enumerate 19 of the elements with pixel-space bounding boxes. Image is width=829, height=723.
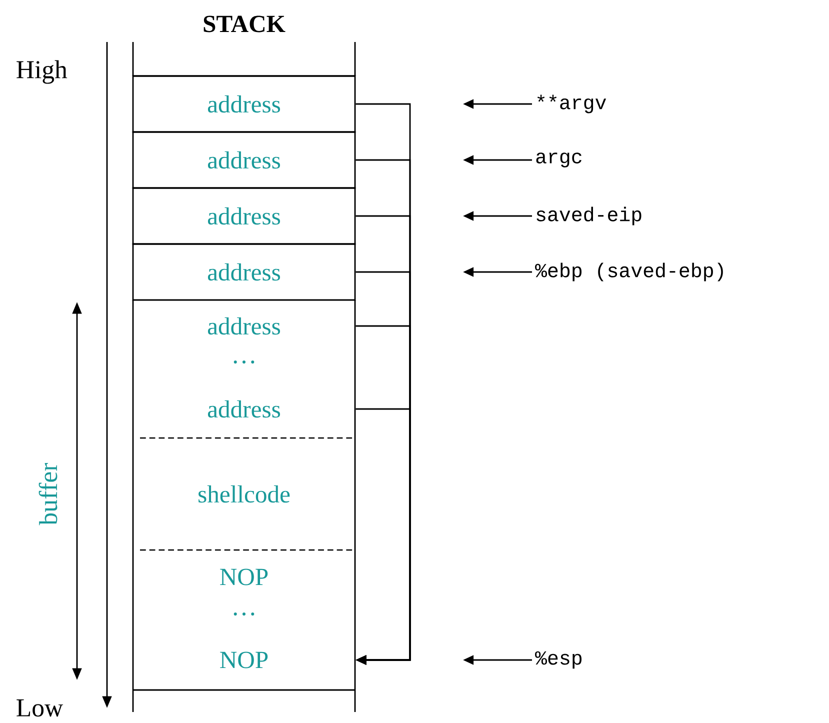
title: STACK	[204, 16, 286, 32]
stack-cell: address	[132, 131, 356, 189]
connector-line	[356, 408, 411, 665]
ellipsis: …	[234, 360, 254, 364]
high-low-label: High	[16, 60, 68, 84]
register-label: argc	[536, 152, 582, 168]
register-label: %ebp (saved-ebp)	[535, 262, 723, 282]
stack-cell: address	[132, 243, 356, 301]
stack-entry: NOP	[132, 620, 356, 690]
register-label: %esp	[535, 651, 582, 669]
ellipsis: …	[234, 612, 254, 616]
stack-entry: address	[132, 367, 356, 438]
register-label: saved-eip	[536, 206, 642, 226]
stack-cell: address	[132, 75, 356, 133]
high-low-label: Low	[16, 699, 64, 717]
stack-cell: address	[132, 187, 356, 245]
dimension-label: buffer	[38, 462, 58, 526]
register-label: **argv	[537, 94, 606, 114]
stack-entry: shellcode	[132, 438, 356, 550]
